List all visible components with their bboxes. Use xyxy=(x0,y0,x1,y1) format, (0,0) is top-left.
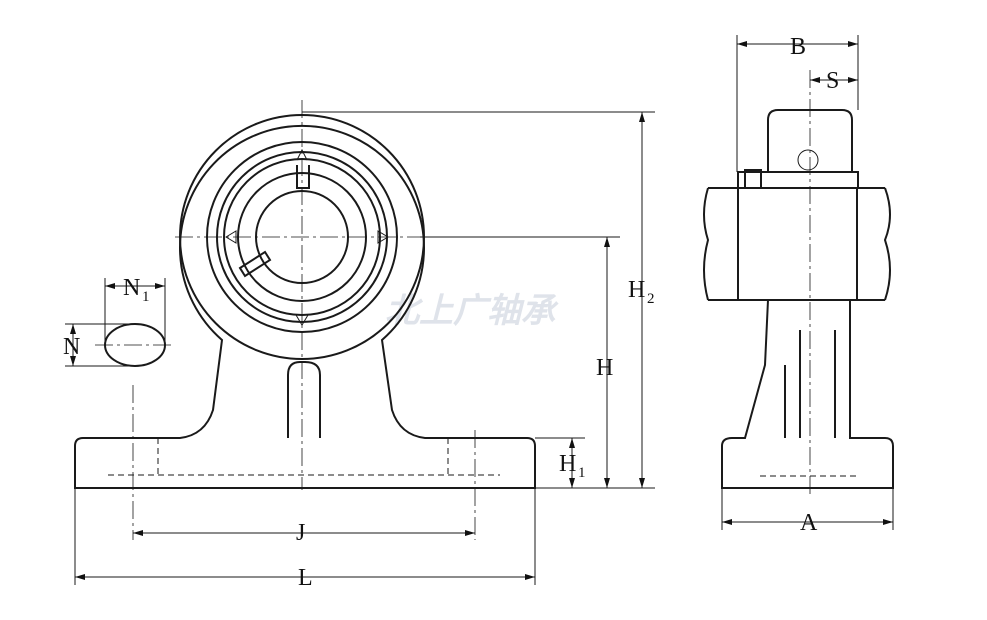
dim-label-a: A xyxy=(800,510,818,536)
side-view xyxy=(703,70,894,495)
dim-label-j: J xyxy=(296,520,305,546)
dim-label-h1-main: H xyxy=(559,451,576,477)
watermark: 北上广轴承 xyxy=(385,291,559,331)
dim-label-b: B xyxy=(790,34,806,60)
dim-label-n1: N 1 xyxy=(123,275,150,305)
dim-label-h: H xyxy=(596,355,613,381)
dim-label-h2: H 2 xyxy=(628,277,655,307)
dim-label-h2-sub: 2 xyxy=(647,291,655,307)
dimension-lines xyxy=(65,35,894,585)
dim-label-s: S xyxy=(826,68,839,94)
dim-label-l: L xyxy=(298,565,313,591)
dim-label-n1-sub: 1 xyxy=(142,289,150,305)
dim-label-n: N xyxy=(63,334,80,360)
dim-label-h1: H 1 xyxy=(559,451,586,481)
dim-label-h2-main: H xyxy=(628,277,645,303)
dim-label-h1-sub: 1 xyxy=(578,465,586,481)
dim-label-n1-main: N xyxy=(123,275,140,301)
